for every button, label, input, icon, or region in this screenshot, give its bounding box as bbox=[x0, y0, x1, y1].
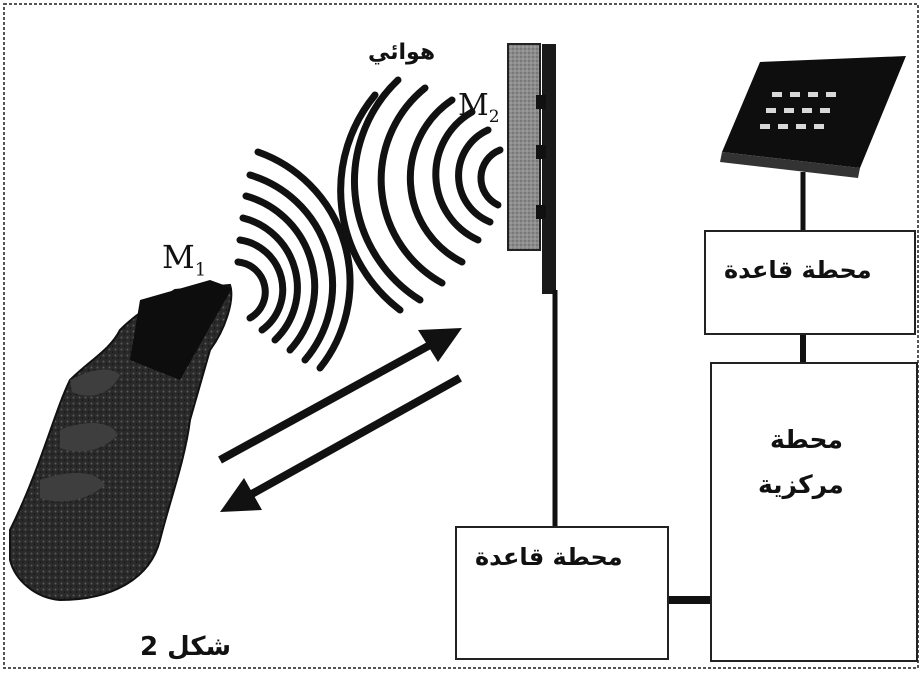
m2-label: M2 bbox=[458, 88, 500, 127]
base-station-bottom-label: محطة قاعدة bbox=[475, 543, 623, 571]
antenna-tower-icon bbox=[507, 43, 558, 530]
bidirectional-arrows bbox=[218, 328, 462, 512]
outer-frame bbox=[3, 3, 919, 669]
m2-letter: M bbox=[458, 88, 489, 123]
central-station-box bbox=[710, 362, 918, 662]
central-station-label-line2: مركزية bbox=[758, 470, 844, 499]
base-station-top-label: محطة قاعدة bbox=[724, 256, 872, 284]
figure-caption: شكل 2 bbox=[140, 632, 232, 662]
m1-letter: M bbox=[162, 238, 195, 276]
hand-with-phone-icon bbox=[9, 280, 233, 602]
base-station-top-box bbox=[704, 230, 916, 335]
antenna-label: هوائي bbox=[368, 40, 436, 65]
signal-waves-m2 bbox=[337, 76, 504, 314]
central-station-label-line1: محطة bbox=[770, 425, 844, 454]
signal-waves-m1 bbox=[234, 148, 354, 372]
m2-subscript: 2 bbox=[488, 107, 500, 127]
m1-label: M1 bbox=[162, 238, 206, 280]
base-station-bottom-box bbox=[455, 526, 669, 660]
telephone-icon bbox=[720, 56, 906, 230]
m1-subscript: 1 bbox=[194, 259, 207, 281]
